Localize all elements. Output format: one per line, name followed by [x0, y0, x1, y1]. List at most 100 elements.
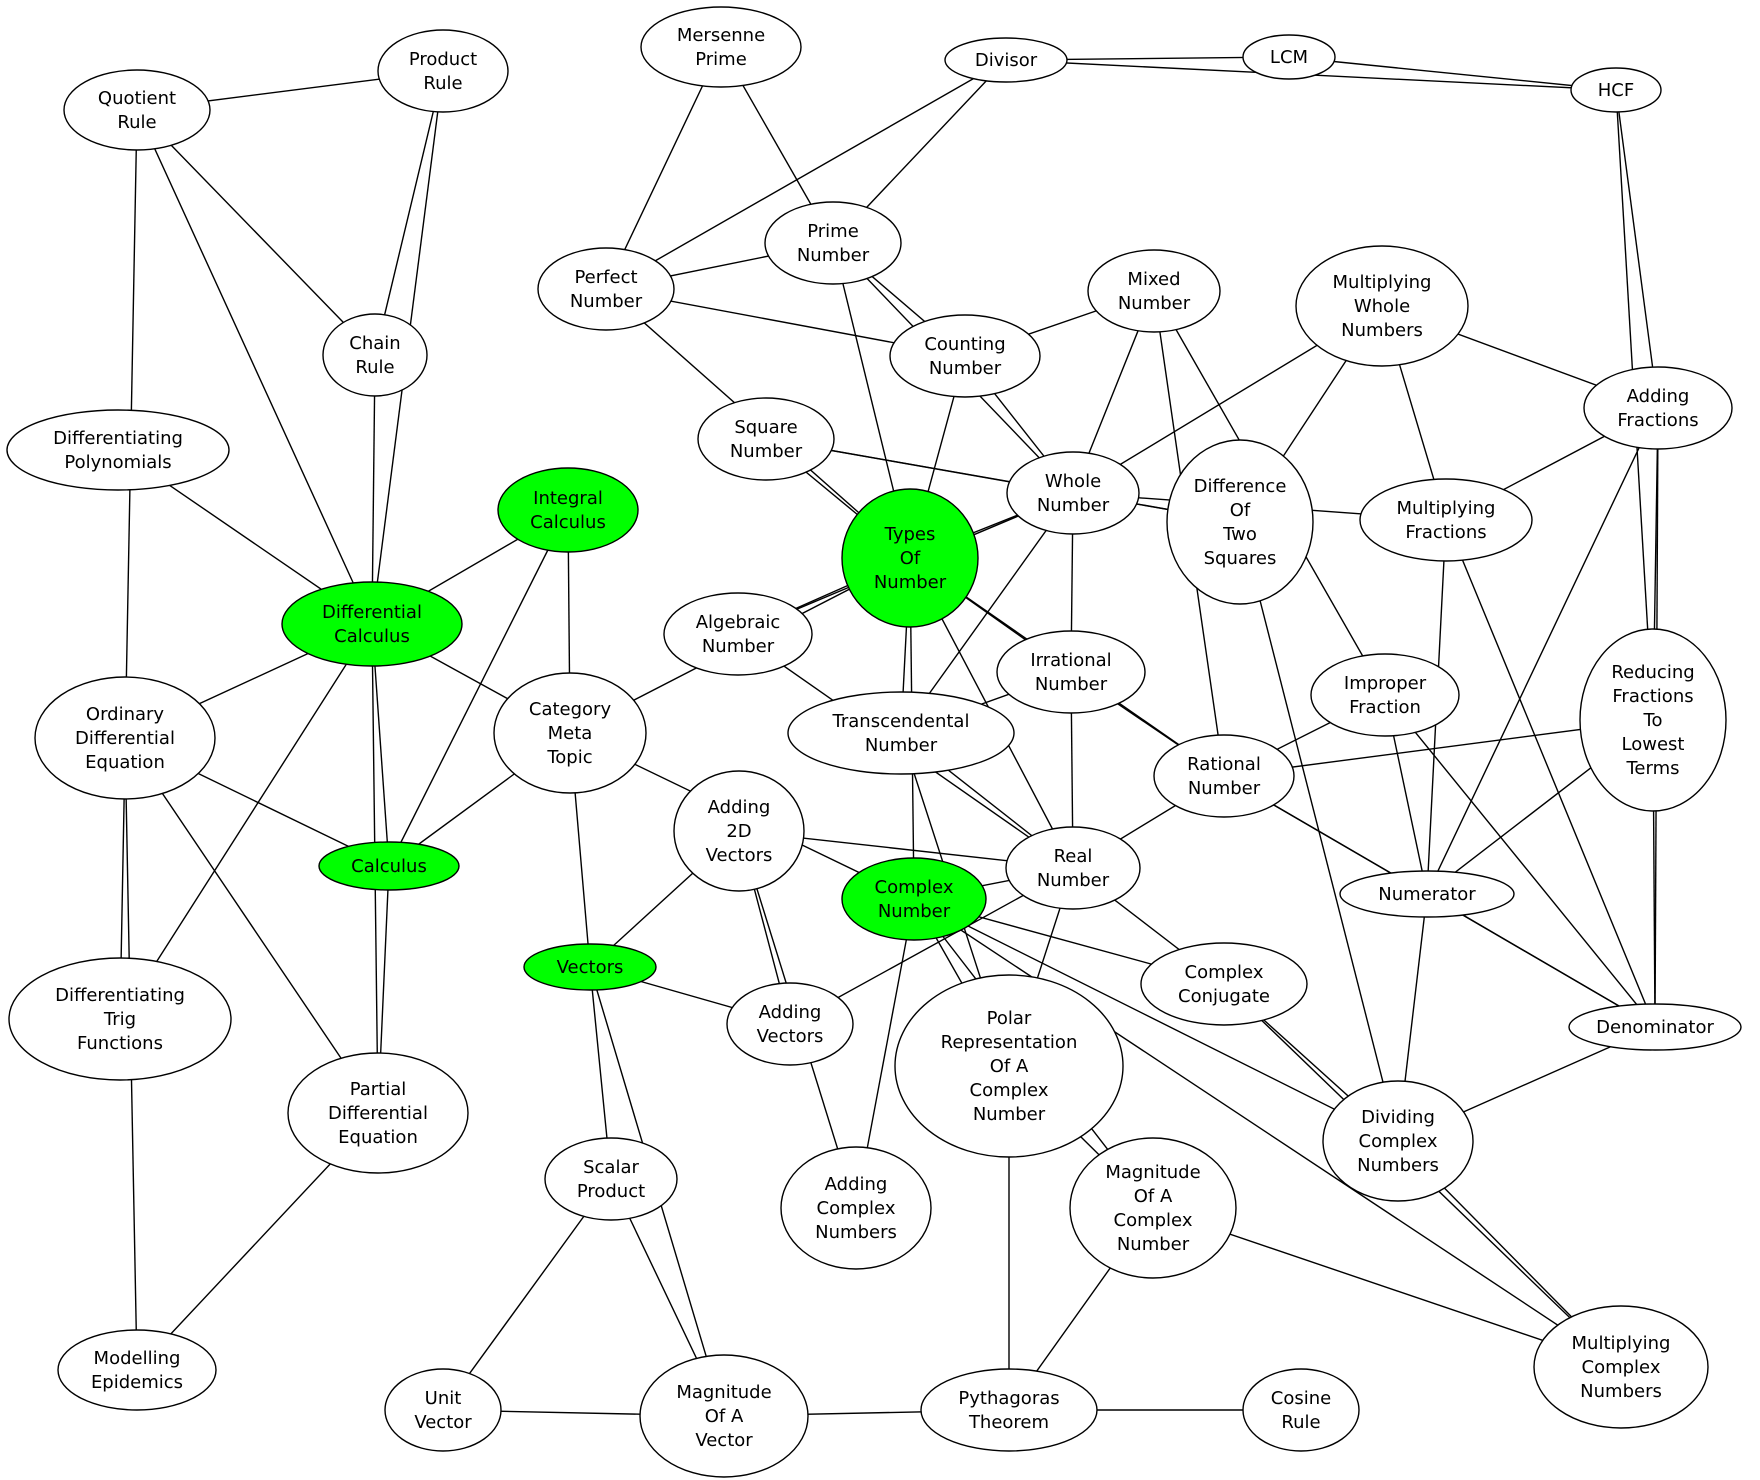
node-label: Real — [1054, 846, 1093, 867]
node-label: Functions — [77, 1033, 163, 1054]
node-lcm[interactable]: LCM — [1242, 34, 1336, 80]
edge-quotient-rule-to-differential-calculus — [136, 109, 373, 625]
node-label: Multiplying — [1397, 498, 1496, 519]
edge-improper-fraction-to-denominator — [1384, 694, 1656, 1028]
node-hcf[interactable]: HCF — [1570, 67, 1662, 113]
node-label: Rule — [423, 73, 462, 94]
node-label: Irrational — [1030, 650, 1111, 671]
node-denominator[interactable]: Denominator — [1568, 1003, 1742, 1051]
node-label: Numerator — [1378, 884, 1476, 905]
node-ellipse — [1087, 249, 1221, 333]
node-label: Transcendental — [832, 711, 970, 732]
node-ellipse — [384, 1368, 502, 1452]
node-label: Differential — [322, 602, 422, 623]
node-label: Differentiating — [53, 428, 183, 449]
node-ellipse — [1006, 451, 1140, 535]
node-label: Vectors — [757, 1026, 824, 1047]
node-ellipse — [281, 581, 463, 667]
node-label: 2D — [726, 821, 751, 842]
node-label: Number — [874, 572, 947, 593]
node-label: Numbers — [1341, 320, 1423, 341]
node-ellipse — [287, 1052, 469, 1174]
node-label: Prime — [695, 49, 747, 70]
edge-differential-calculus-to-differentiating-trig-functions — [119, 623, 373, 1020]
node-calculus[interactable]: Calculus — [318, 841, 460, 891]
node-label: Adding — [708, 797, 771, 818]
node-ellipse — [544, 1137, 678, 1221]
node-ellipse — [1570, 67, 1662, 113]
node-label: Fraction — [1349, 697, 1421, 718]
node-ellipse — [1310, 653, 1460, 737]
node-label: Magnitude — [676, 1382, 771, 1403]
node-numerator[interactable]: Numerator — [1339, 870, 1515, 918]
node-label: Rational — [1187, 754, 1261, 775]
node-label: Of — [1230, 500, 1251, 521]
node-divisor[interactable]: Divisor — [944, 37, 1068, 83]
node-ellipse — [663, 592, 813, 676]
node-ellipse — [1533, 1305, 1709, 1429]
node-ellipse — [726, 982, 854, 1066]
node-ellipse — [318, 841, 460, 891]
node-vectors[interactable]: Vectors — [523, 943, 657, 991]
node-label: Mersenne — [677, 25, 765, 46]
node-label: Complex — [1185, 962, 1264, 983]
node-ellipse — [944, 37, 1068, 83]
node-label: Of A — [705, 1406, 744, 1427]
node-ellipse — [63, 69, 211, 151]
node-label: Number — [878, 901, 951, 922]
node-ellipse — [996, 630, 1146, 714]
node-label: Complex — [1114, 1210, 1193, 1231]
node-ellipse — [697, 397, 835, 481]
node-label: Number — [865, 735, 938, 756]
node-label: Squares — [1204, 548, 1277, 569]
node-label: Number — [1035, 674, 1108, 695]
node-ellipse — [1359, 478, 1533, 562]
node-ellipse — [6, 409, 230, 491]
